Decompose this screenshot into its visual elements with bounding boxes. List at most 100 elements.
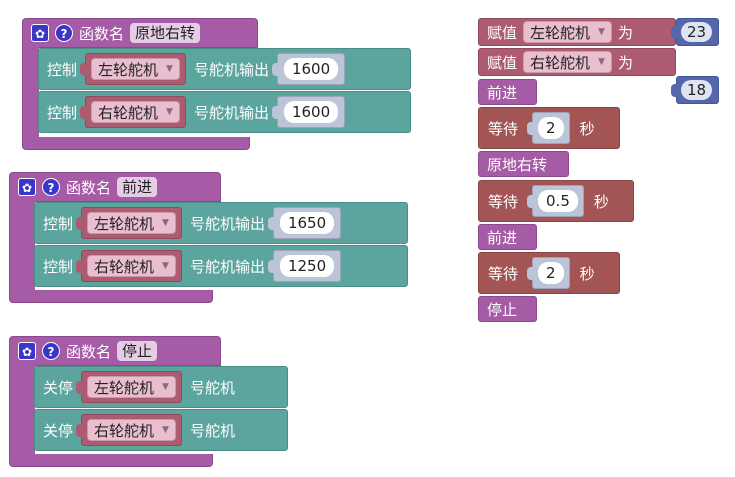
suffix-label: 号舵机输出 bbox=[189, 257, 265, 276]
gear-icon[interactable]: ✿ bbox=[18, 178, 36, 196]
suffix-label: 号舵机输出 bbox=[193, 103, 269, 122]
gear-icon[interactable]: ✿ bbox=[18, 342, 36, 360]
main-sequence[interactable]: 赋值 左轮舵机 ▼ 为 23 赋值 右轮舵机 ▼ 为 18 前进 等待 2 秒 … bbox=[0, 0, 735, 322]
number-value-field[interactable]: 18 bbox=[681, 80, 713, 100]
function-name-label: 函数名 bbox=[66, 342, 112, 361]
output-value-field[interactable]: 1600 bbox=[283, 101, 339, 123]
number-value-field[interactable]: 23 bbox=[681, 22, 713, 42]
function-body-rail bbox=[9, 364, 35, 456]
gear-icon[interactable]: ✿ bbox=[31, 24, 49, 42]
triangle-down-icon: ▼ bbox=[162, 425, 169, 435]
variable-dropdown[interactable]: 左轮舵机 ▼ bbox=[523, 21, 612, 43]
wait-statement[interactable]: 等待 0.5 秒 bbox=[478, 180, 634, 222]
call-label: 前进 bbox=[487, 228, 518, 247]
function-header[interactable]: ✿ ? 函数名 停止 bbox=[9, 336, 221, 366]
number-socket: 1650 bbox=[267, 207, 342, 239]
servo-dropdown[interactable]: 右轮舵机 ▼ bbox=[87, 255, 176, 277]
wait-value-field[interactable]: 0.5 bbox=[538, 190, 578, 212]
servo-dropdown[interactable]: 左轮舵机 ▼ bbox=[87, 376, 176, 398]
assign-to-label: 为 bbox=[617, 53, 633, 72]
servo-control-statement[interactable]: 控制 左轮舵机 ▼ 号舵机输出 1650 bbox=[34, 202, 408, 244]
action-label: 控制 bbox=[43, 214, 74, 233]
servo-dropdown[interactable]: 左轮舵机 ▼ bbox=[87, 212, 176, 234]
variable-dropdown[interactable]: 右轮舵机 ▼ bbox=[523, 51, 612, 73]
assign-to-label: 为 bbox=[617, 23, 633, 42]
function-header[interactable]: ✿ ? 函数名 前进 bbox=[9, 172, 221, 202]
wait-unit-label: 秒 bbox=[579, 264, 595, 283]
triangle-down-icon: ▼ bbox=[166, 107, 173, 117]
function-header[interactable]: ✿ ? 函数名 原地右转 bbox=[22, 18, 258, 48]
wait-label: 等待 bbox=[488, 119, 519, 138]
function-name-field[interactable]: 停止 bbox=[117, 341, 158, 361]
function-name-label: 函数名 bbox=[66, 178, 112, 197]
action-label: 关停 bbox=[43, 421, 74, 440]
call-label: 停止 bbox=[487, 300, 518, 319]
variable-dropdown-value: 左轮舵机 bbox=[530, 23, 591, 42]
wait-statement[interactable]: 等待 2 秒 bbox=[478, 107, 620, 149]
wait-unit-label: 秒 bbox=[593, 192, 609, 211]
number-value-block[interactable]: 23 bbox=[671, 18, 719, 46]
servo-dropdown[interactable]: 右轮舵机 ▼ bbox=[87, 419, 176, 441]
servo-dropdown-value: 左轮舵机 bbox=[98, 60, 159, 79]
servo-socket: 左轮舵机 ▼ bbox=[80, 53, 186, 85]
output-value-field[interactable]: 1250 bbox=[279, 255, 335, 277]
function-name-label: 函数名 bbox=[79, 24, 125, 43]
servo-socket: 左轮舵机 ▼ bbox=[76, 207, 182, 239]
wait-value-field[interactable]: 2 bbox=[538, 117, 564, 139]
triangle-down-icon: ▼ bbox=[162, 382, 169, 392]
servo-control-statement[interactable]: 控制 左轮舵机 ▼ 号舵机输出 1600 bbox=[38, 48, 411, 90]
action-label: 控制 bbox=[47, 60, 78, 79]
suffix-label: 号舵机输出 bbox=[193, 60, 269, 79]
action-label: 关停 bbox=[43, 378, 74, 397]
servo-stop-statement[interactable]: 关停 左轮舵机 ▼ 号舵机 bbox=[34, 366, 288, 408]
wait-value-socket: 2 bbox=[527, 257, 570, 289]
wait-statement[interactable]: 等待 2 秒 bbox=[478, 252, 620, 294]
servo-control-statement[interactable]: 控制 右轮舵机 ▼ 号舵机输出 1250 bbox=[34, 245, 408, 287]
call-forward-statement[interactable]: 前进 bbox=[478, 224, 537, 250]
wait-label: 等待 bbox=[488, 264, 519, 283]
call-label: 原地右转 bbox=[487, 155, 548, 174]
function-footer bbox=[9, 290, 213, 303]
servo-control-statement[interactable]: 控制 右轮舵机 ▼ 号舵机输出 1600 bbox=[38, 91, 411, 133]
suffix-label: 号舵机 bbox=[189, 421, 235, 440]
servo-socket: 右轮舵机 ▼ bbox=[76, 250, 182, 282]
help-icon[interactable]: ? bbox=[55, 24, 73, 42]
wait-unit-label: 秒 bbox=[579, 119, 595, 138]
servo-dropdown-value: 左轮舵机 bbox=[94, 378, 155, 397]
call-stop-statement[interactable]: 停止 bbox=[478, 296, 537, 322]
servo-stop-statement[interactable]: 关停 右轮舵机 ▼ 号舵机 bbox=[34, 409, 288, 451]
function-body-rail bbox=[22, 46, 39, 138]
servo-socket: 右轮舵机 ▼ bbox=[80, 96, 186, 128]
triangle-down-icon: ▼ bbox=[162, 261, 169, 271]
help-icon[interactable]: ? bbox=[42, 342, 60, 360]
assign-statement[interactable]: 赋值 左轮舵机 ▼ 为 bbox=[478, 18, 676, 46]
triangle-down-icon: ▼ bbox=[162, 218, 169, 228]
wait-value-socket: 0.5 bbox=[527, 185, 584, 217]
triangle-down-icon: ▼ bbox=[598, 27, 605, 37]
output-value-field[interactable]: 1650 bbox=[279, 212, 335, 234]
servo-socket: 左轮舵机 ▼ bbox=[76, 371, 182, 403]
wait-label: 等待 bbox=[488, 192, 519, 211]
action-label: 控制 bbox=[47, 103, 78, 122]
action-label: 控制 bbox=[43, 257, 74, 276]
servo-socket: 右轮舵机 ▼ bbox=[76, 414, 182, 446]
servo-dropdown-value: 右轮舵机 bbox=[98, 103, 159, 122]
assign-statement[interactable]: 赋值 右轮舵机 ▼ 为 bbox=[478, 48, 676, 76]
suffix-label: 号舵机 bbox=[189, 378, 235, 397]
function-footer bbox=[9, 454, 213, 467]
call-forward-statement[interactable]: 前进 bbox=[478, 79, 537, 105]
servo-dropdown-value: 右轮舵机 bbox=[94, 257, 155, 276]
triangle-down-icon: ▼ bbox=[166, 64, 173, 74]
help-icon[interactable]: ? bbox=[42, 178, 60, 196]
function-name-field[interactable]: 前进 bbox=[117, 177, 158, 197]
wait-value-field[interactable]: 2 bbox=[538, 262, 564, 284]
call-turn-right-statement[interactable]: 原地右转 bbox=[478, 151, 569, 177]
servo-dropdown[interactable]: 右轮舵机 ▼ bbox=[91, 101, 180, 123]
function-name-field[interactable]: 原地右转 bbox=[130, 23, 201, 43]
number-socket: 1250 bbox=[267, 250, 342, 282]
number-value-block[interactable]: 18 bbox=[671, 76, 719, 104]
function-footer bbox=[22, 137, 250, 150]
servo-dropdown-value: 右轮舵机 bbox=[94, 421, 155, 440]
servo-dropdown[interactable]: 左轮舵机 ▼ bbox=[91, 58, 180, 80]
output-value-field[interactable]: 1600 bbox=[283, 58, 339, 80]
